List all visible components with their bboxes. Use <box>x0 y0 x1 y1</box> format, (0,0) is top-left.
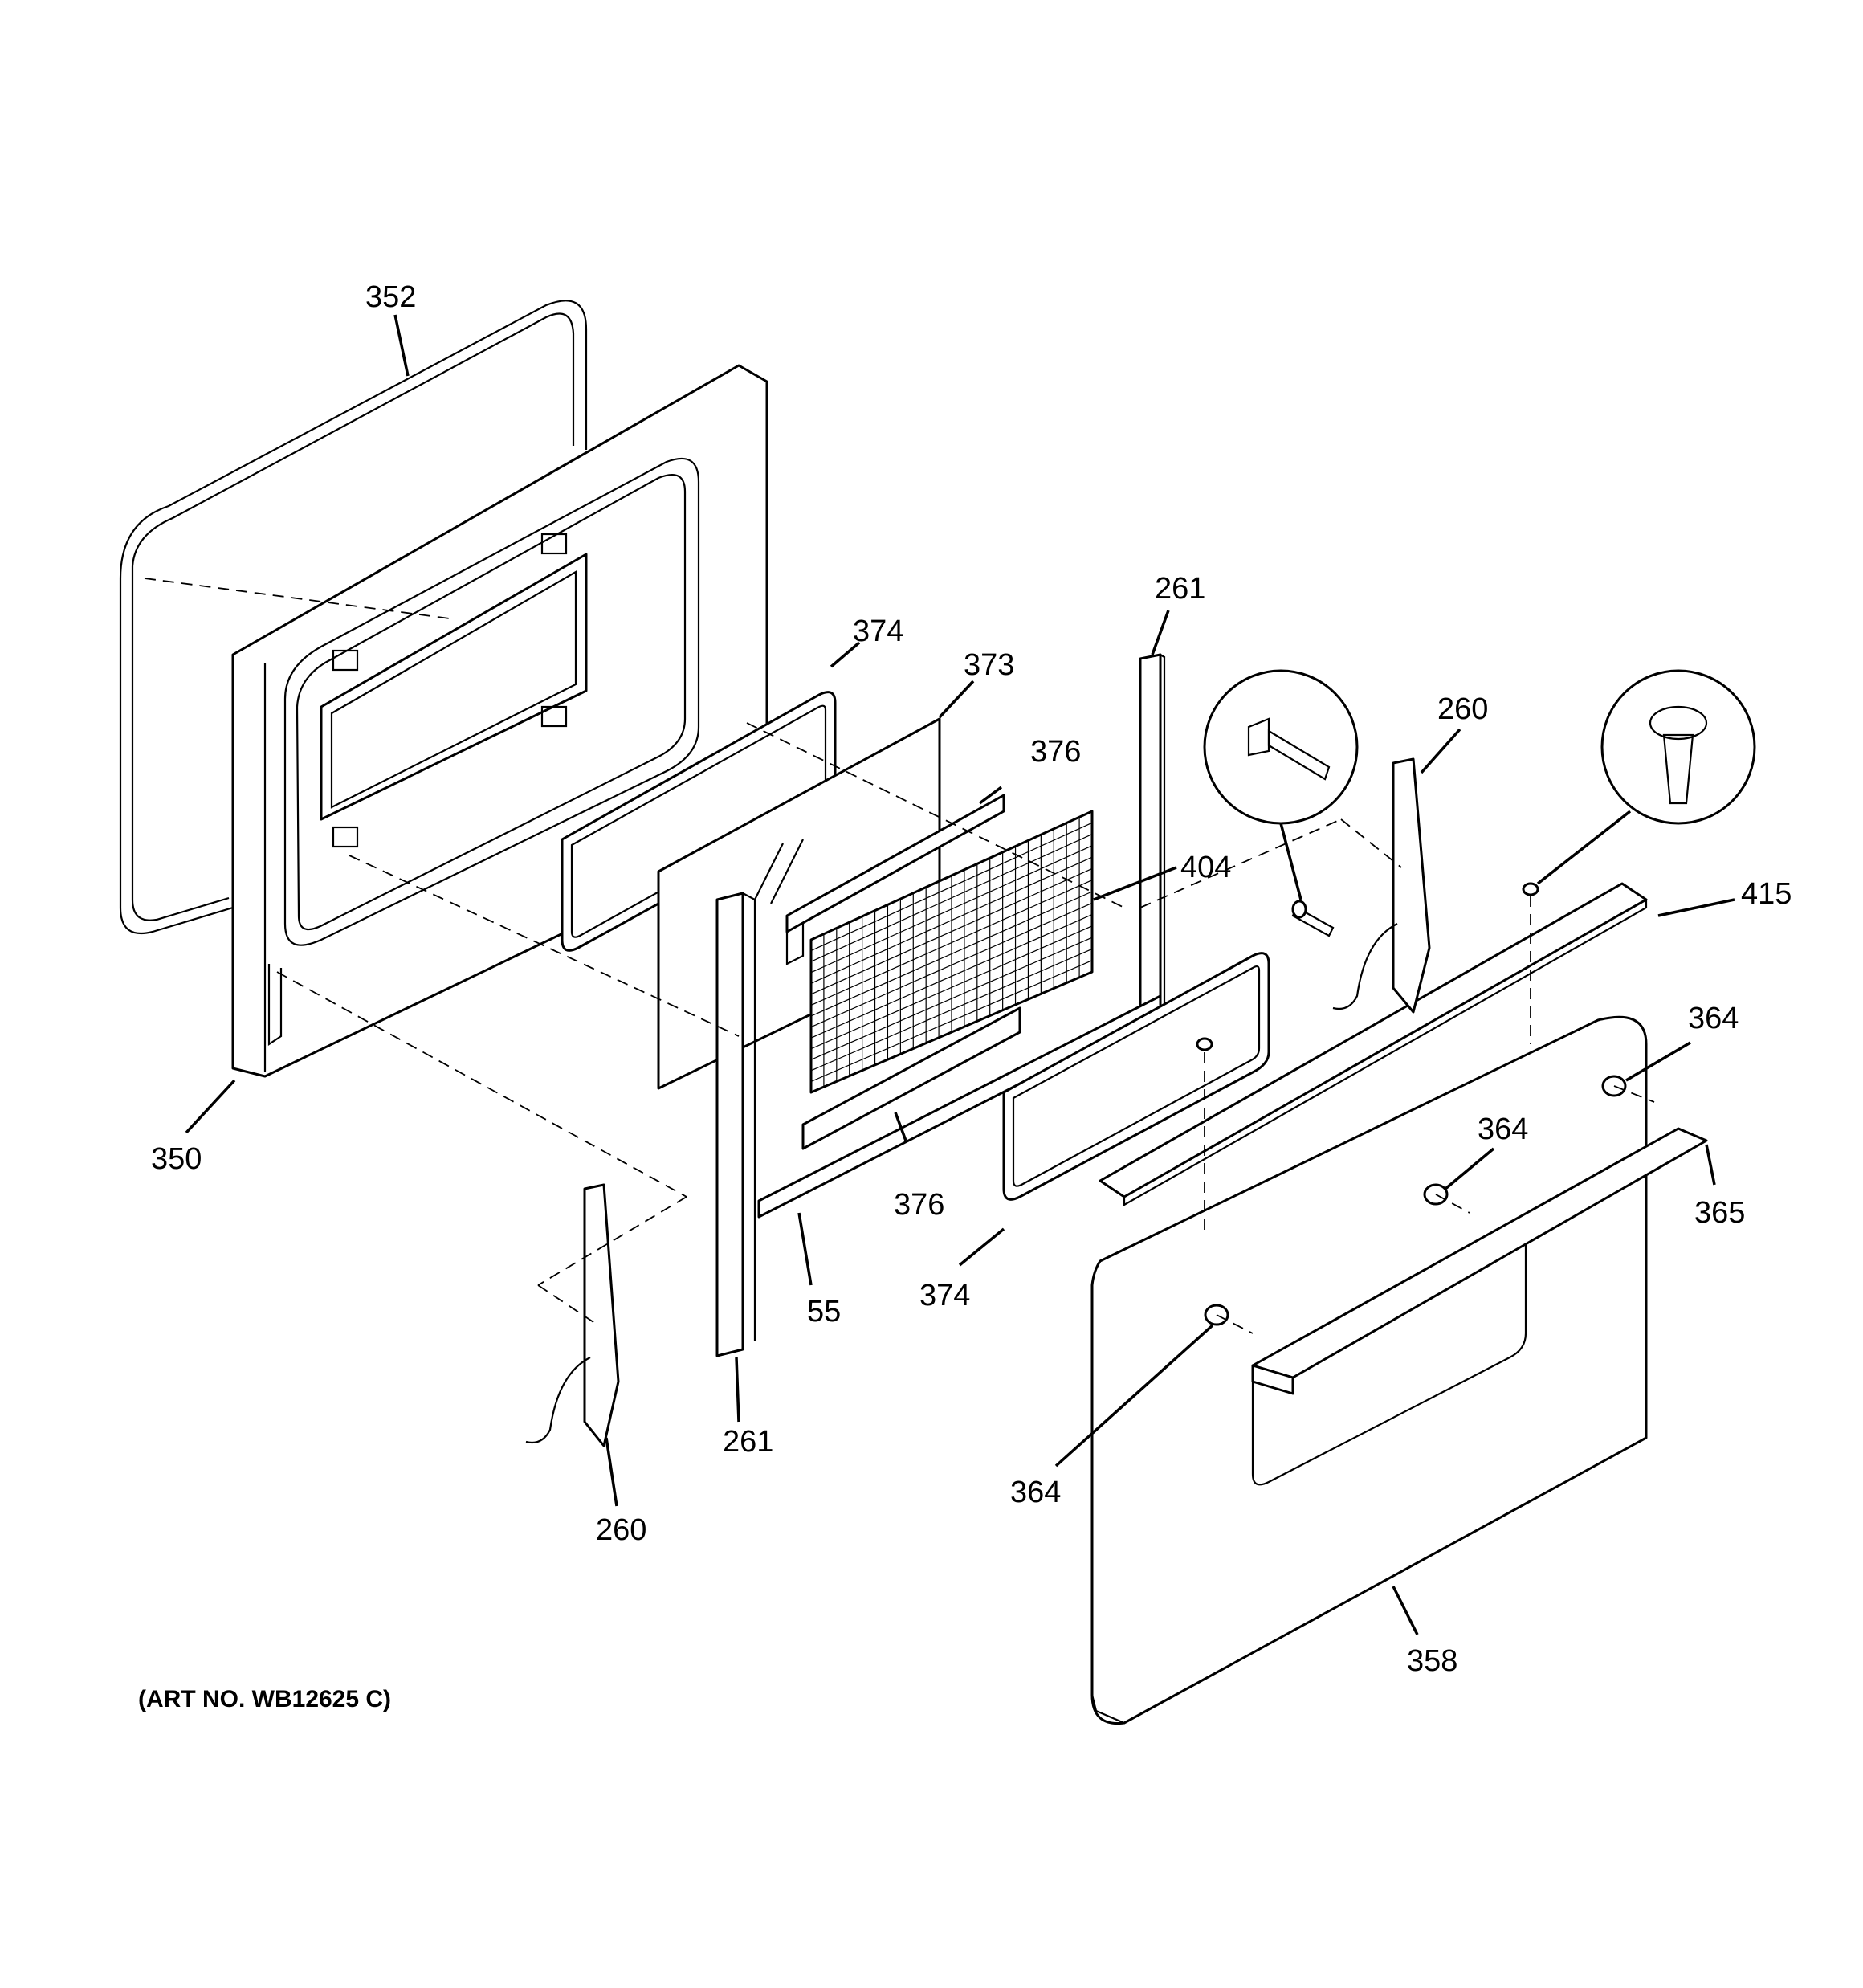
callout-261-top: 261 <box>1155 572 1205 606</box>
callout-55: 55 <box>807 1295 841 1329</box>
part-352-door-gasket <box>119 300 588 935</box>
screws-small <box>1196 882 1539 1051</box>
part-415-vent-strip <box>1099 882 1648 1206</box>
part-365-door-handle <box>1251 1127 1708 1395</box>
callout-376-bottom: 376 <box>894 1188 944 1222</box>
part-404-mesh-screen <box>809 810 1094 1094</box>
callout-374-top: 374 <box>853 614 903 648</box>
callout-365: 365 <box>1694 1196 1745 1230</box>
part-376-retainer-top <box>785 794 1005 965</box>
part-261-channel-left <box>715 892 756 1357</box>
callout-260-right: 260 <box>1437 692 1488 726</box>
callout-364-right: 364 <box>1688 1002 1739 1035</box>
art-number: (ART NO. WB12625 C) <box>138 1686 391 1712</box>
callout-374-bottom: 374 <box>919 1279 970 1312</box>
callout-364-left: 364 <box>1010 1476 1061 1509</box>
part-260-hinge-left <box>525 1183 620 1447</box>
callout-364-mid: 364 <box>1478 1112 1528 1146</box>
callout-404: 404 <box>1180 851 1231 884</box>
callout-260-left: 260 <box>596 1513 646 1547</box>
callout-358: 358 <box>1407 1644 1457 1678</box>
part-358-outer-door <box>1090 1015 1648 1725</box>
callout-373: 373 <box>964 648 1014 682</box>
part-374-gasket-bottom <box>1002 952 1270 1201</box>
mesh-pattern <box>810 817 1093 1088</box>
callout-415: 415 <box>1741 877 1792 911</box>
callout-350: 350 <box>151 1142 202 1176</box>
screw-detail-right-magnifier <box>1600 669 1756 825</box>
screw-detail-left-magnifier <box>1203 669 1359 825</box>
part-260-hinge-right <box>1332 757 1431 1014</box>
callout-labels: 352 350 374 373 376 404 261 260 415 364 … <box>151 280 1792 1678</box>
callout-376-top: 376 <box>1030 735 1081 769</box>
part-376-retainer-bottom <box>801 1006 1021 1150</box>
alignment-guides <box>144 578 1655 1334</box>
callout-261-bottom: 261 <box>723 1425 773 1459</box>
leader-lines <box>185 314 1735 1635</box>
callout-352: 352 <box>365 280 416 314</box>
